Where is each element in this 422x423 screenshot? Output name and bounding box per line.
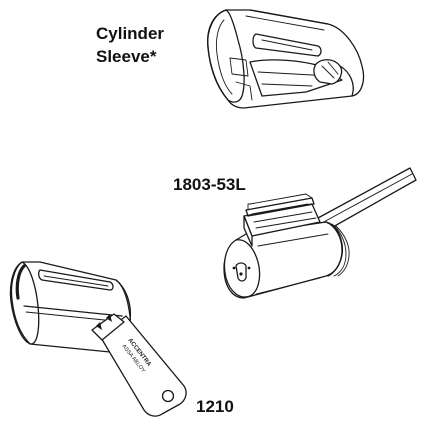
part-1210-label: 1210 — [196, 397, 234, 416]
cylinder-sleeve-label-line1: Cylinder — [96, 24, 165, 43]
cylinder-1803-53l-drawing — [223, 167, 417, 299]
cylinder-sleeve-drawing — [207, 9, 365, 109]
part-1803-53l-label: 1803-53L — [173, 175, 246, 194]
cylinder-1210-drawing: ACCENTRA ASSA ABLOY — [9, 261, 187, 417]
cylinder-sleeve-label-line2: Sleeve* — [96, 47, 157, 66]
